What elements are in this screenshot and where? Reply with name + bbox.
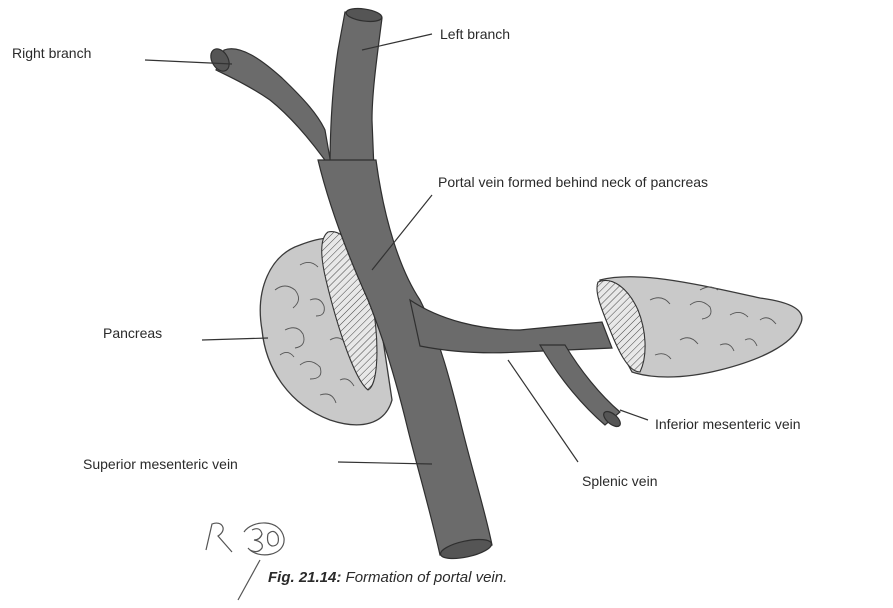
- caption-prefix: Fig. 21.14:: [268, 569, 341, 586]
- label-pancreas: Pancreas: [103, 325, 162, 341]
- label-left-branch: Left branch: [440, 26, 510, 42]
- pancreas-tail: [597, 277, 802, 377]
- label-portal-vein: Portal vein formed behind neck of pancre…: [438, 174, 708, 190]
- label-superior-mesenteric: Superior mesenteric vein: [83, 456, 238, 472]
- label-inferior-mesenteric: Inferior mesenteric vein: [655, 416, 801, 432]
- label-splenic: Splenic vein: [582, 473, 658, 489]
- label-right-branch: Right branch: [12, 45, 91, 61]
- leader-pancreas: [202, 338, 268, 340]
- leader-inferior-mesenteric: [620, 410, 648, 420]
- caption-text: Formation of portal vein.: [341, 569, 507, 586]
- handwritten-annotation: [206, 523, 284, 600]
- figure-caption: Fig. 21.14: Formation of portal vein.: [268, 569, 507, 586]
